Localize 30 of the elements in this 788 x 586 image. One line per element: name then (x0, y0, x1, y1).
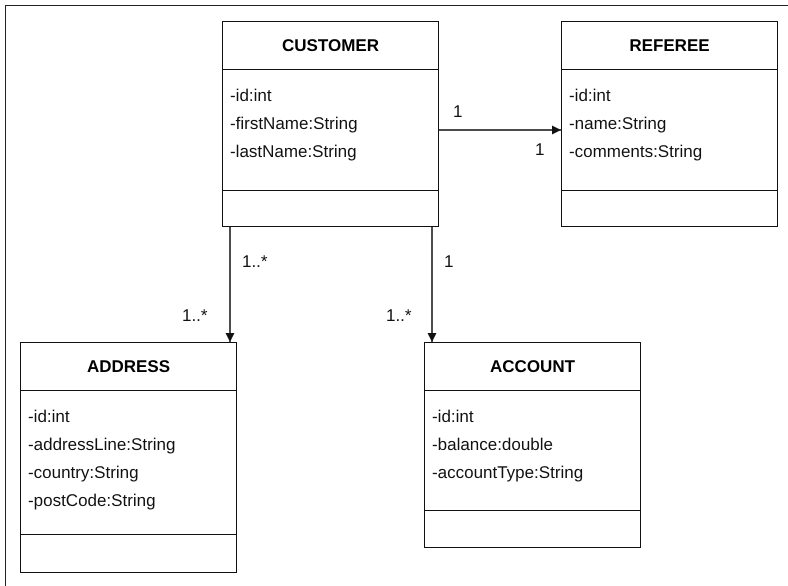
attribute-text: -firstName:String (230, 113, 358, 135)
class-box (561, 21, 778, 227)
association-arrow (226, 227, 234, 342)
class-box (222, 21, 439, 227)
class-name: CUSTOMER (223, 22, 438, 70)
class-box (424, 342, 641, 548)
attribute-text: -postCode:String (28, 490, 156, 512)
association-arrow (439, 126, 561, 134)
multiplicity-label: 1 (453, 102, 462, 122)
class-box (20, 342, 237, 573)
attribute-text: -id:int (432, 406, 474, 428)
attribute-text: -lastName:String (230, 141, 357, 163)
multiplicity-label: 1..* (386, 306, 412, 326)
attribute-text: -country:String (28, 462, 139, 484)
attribute-text: -accountType:String (432, 462, 584, 484)
class-name: REFEREE (562, 22, 777, 70)
multiplicity-label: 1 (444, 252, 454, 272)
attribute-text: -id:int (230, 85, 272, 107)
multiplicity-label: 1 (535, 140, 544, 160)
attribute-text: -id:int (28, 406, 70, 428)
multiplicity-label: 1..* (182, 306, 208, 326)
attribute-text: -addressLine:String (28, 434, 176, 456)
class-name: ADDRESS (21, 343, 236, 391)
association-arrow (428, 227, 436, 342)
attribute-text: -id:int (569, 85, 611, 107)
attribute-text: -name:String (569, 113, 666, 135)
attribute-text: -comments:String (569, 141, 702, 163)
multiplicity-label: 1..* (242, 252, 268, 272)
class-name: ACCOUNT (425, 343, 640, 391)
attribute-text: -balance:double (432, 434, 553, 456)
